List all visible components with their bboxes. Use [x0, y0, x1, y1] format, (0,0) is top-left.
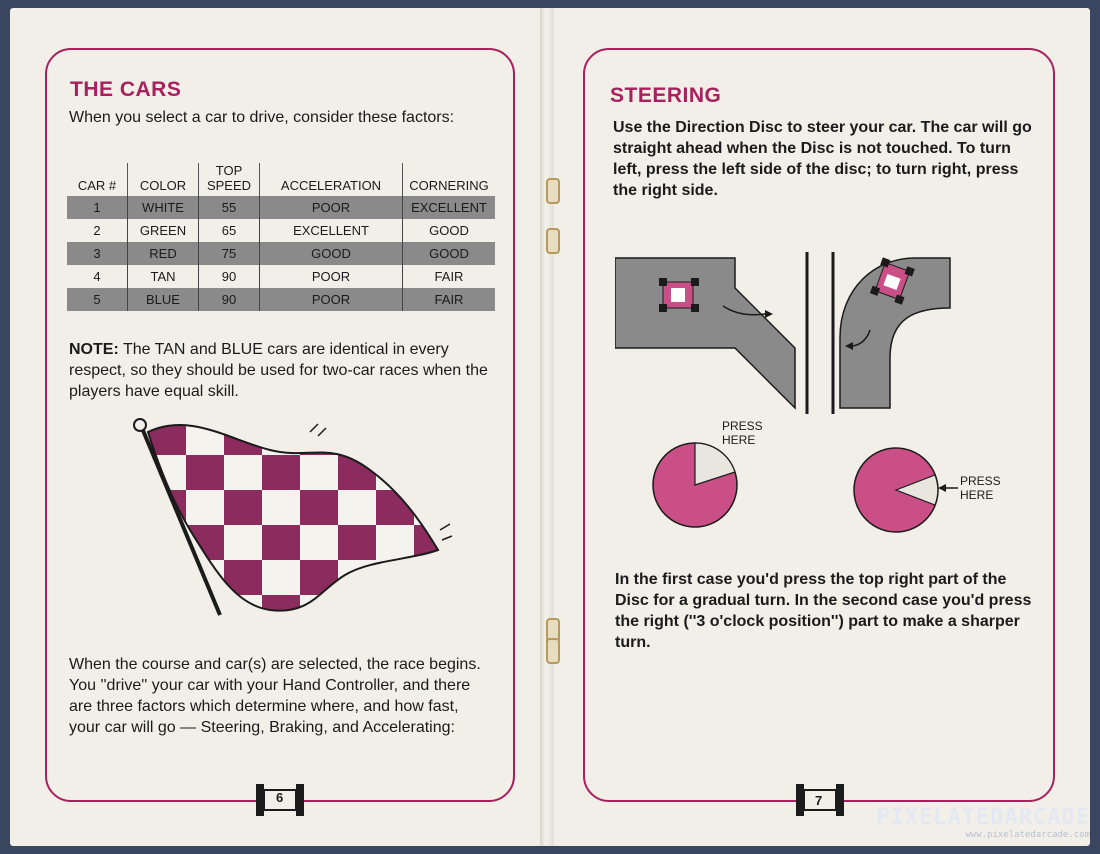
cell-corner: EXCELLENT — [402, 196, 495, 219]
table-row: 1 WHITE 55 POOR EXCELLENT — [67, 196, 495, 219]
note-text: The TAN and BLUE cars are identical in e… — [69, 341, 488, 400]
cell-accel: GOOD — [259, 242, 403, 265]
col-top-speed: TOP SPEED — [198, 163, 260, 196]
page-number-left: 6 — [276, 790, 284, 805]
col-color: COLOR — [127, 163, 199, 196]
col-acceleration: ACCELERATION — [259, 163, 403, 196]
cell-speed: 90 — [198, 288, 260, 311]
arrow-icon — [938, 484, 958, 492]
car-page-icon-left — [256, 784, 304, 816]
watermark-name: PIXELATEDARCADE — [876, 805, 1090, 830]
col-car-number: CAR # — [77, 178, 117, 193]
cell-corner: FAIR — [402, 265, 495, 288]
cars-heading: THE CARS — [70, 78, 182, 101]
staple-top-2 — [546, 228, 560, 254]
page-number-right: 7 — [815, 793, 823, 808]
cell-speed: 90 — [198, 265, 260, 288]
cell-corner: GOOD — [402, 242, 495, 265]
staple-bottom-2 — [546, 638, 560, 664]
press-here-label-1: PRESS HERE — [722, 419, 763, 447]
checkered-flag-illustration — [133, 418, 453, 616]
cell-color: RED — [127, 242, 199, 265]
press-here-label-2: PRESS HERE — [960, 474, 1001, 502]
cell-car: 4 — [67, 265, 128, 288]
cell-color: GREEN — [127, 219, 199, 242]
cell-accel: POOR — [259, 288, 403, 311]
cell-accel: POOR — [259, 196, 403, 219]
table-row: 3 RED 75 GOOD GOOD — [67, 242, 495, 265]
note-paragraph: NOTE: The TAN and BLUE cars are identica… — [69, 339, 489, 402]
steering-heading: STEERING — [610, 84, 722, 107]
cell-speed: 65 — [198, 219, 260, 242]
cell-accel: EXCELLENT — [259, 219, 403, 242]
cell-car: 5 — [67, 288, 128, 311]
booklet-spine — [540, 8, 554, 846]
cell-corner: GOOD — [402, 219, 495, 242]
note-label: NOTE: — [69, 341, 119, 358]
cell-accel: POOR — [259, 265, 403, 288]
watermark: PIXELATEDARCADE www.pixelatedarcade.com — [876, 805, 1090, 840]
track-diagram — [615, 252, 951, 414]
steering-intro: Use the Direction Disc to steer your car… — [613, 119, 1032, 199]
cell-corner: FAIR — [402, 288, 495, 311]
car-right — [869, 257, 915, 305]
car-page-icon-right — [796, 784, 844, 816]
car-left — [659, 278, 699, 312]
cell-color: WHITE — [127, 196, 199, 219]
cell-car: 3 — [67, 242, 128, 265]
col-cornering: CORNERING — [402, 163, 495, 196]
steering-closing: In the first case you'd press the top ri… — [615, 571, 1032, 651]
table-row: 4 TAN 90 POOR FAIR — [67, 265, 495, 288]
cell-color: TAN — [127, 265, 199, 288]
cars-table: CAR # COLOR TOP SPEED ACCELERATION CORNE… — [67, 163, 495, 311]
watermark-url: www.pixelatedarcade.com — [965, 830, 1090, 840]
cell-car: 2 — [67, 219, 128, 242]
cell-speed: 55 — [198, 196, 260, 219]
cell-car: 1 — [67, 196, 128, 219]
staple-top — [546, 178, 560, 204]
table-row: 5 BLUE 90 POOR FAIR — [67, 288, 495, 311]
direction-disc-2 — [853, 447, 939, 533]
cell-color: BLUE — [127, 288, 199, 311]
table-row: 2 GREEN 65 EXCELLENT GOOD — [67, 219, 495, 242]
cell-speed: 75 — [198, 242, 260, 265]
direction-disc-1 — [652, 442, 738, 528]
closing-paragraph: When the course and car(s) are selected,… — [69, 656, 481, 736]
cars-intro: When you select a car to drive, consider… — [69, 109, 455, 126]
